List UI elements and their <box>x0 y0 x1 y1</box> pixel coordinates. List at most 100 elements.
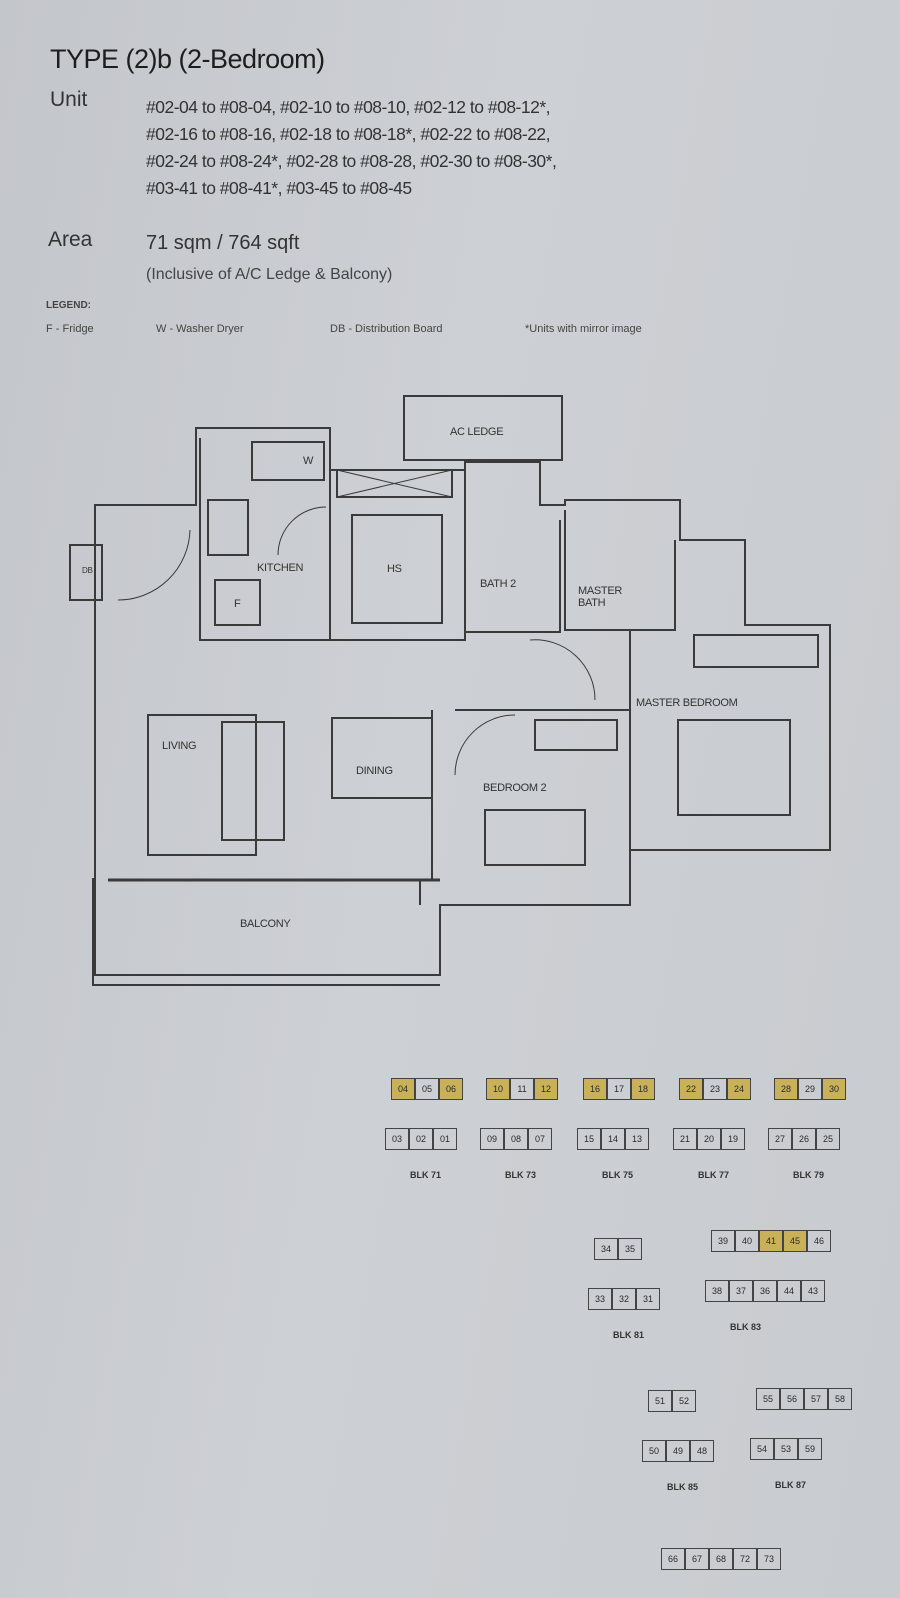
keyplan-unit-03: 03 <box>385 1128 409 1150</box>
block-label: BLK 71 <box>410 1170 442 1180</box>
keyplan-unit-02: 02 <box>409 1128 433 1150</box>
keyplan-unit-09: 09 <box>480 1128 504 1150</box>
keyplan-unit-23: 23 <box>703 1078 727 1100</box>
keyplan-unit-31: 31 <box>636 1288 660 1310</box>
fridge-label: F <box>234 598 241 610</box>
keyplan-unit-32: 32 <box>612 1288 636 1310</box>
keyplan-unit-05: 05 <box>415 1078 439 1100</box>
keyplan-unit-07: 07 <box>528 1128 552 1150</box>
block-label: BLK 83 <box>730 1322 762 1332</box>
block-label: BLK 73 <box>505 1170 537 1180</box>
keyplan-unit-22: 22 <box>679 1078 703 1100</box>
room-label-master-bath: MASTER BATH <box>578 585 623 609</box>
keyplan-unit-37: 37 <box>729 1280 753 1302</box>
keyplan-unit-21: 21 <box>673 1128 697 1150</box>
keyplan-unit-53: 53 <box>774 1438 798 1460</box>
legend-heading: LEGEND: <box>46 300 91 311</box>
keyplan-unit-11: 11 <box>510 1078 534 1100</box>
keyplan-unit-14: 14 <box>601 1128 625 1150</box>
keyplan-unit-46: 46 <box>807 1230 831 1252</box>
keyplan-unit-36: 36 <box>753 1280 777 1302</box>
room-label-balcony: BALCONY <box>240 918 291 930</box>
floor-plan <box>69 395 831 986</box>
area-label: Area <box>48 228 93 251</box>
room-label-master-bedroom: MASTER BEDROOM <box>636 697 738 709</box>
washer-dryer-label: W <box>303 455 314 467</box>
keyplan-unit-26: 26 <box>792 1128 816 1150</box>
legend-item: *Units with mirror image <box>525 323 642 335</box>
keyplan-unit-38: 38 <box>705 1280 729 1302</box>
keyplan-unit-54: 54 <box>750 1438 774 1460</box>
keyplan-unit-13: 13 <box>625 1128 649 1150</box>
keyplan-unit-16: 16 <box>583 1078 607 1100</box>
keyplan-unit-30: 30 <box>822 1078 846 1100</box>
unit-line: #02-04 to #08-04, #02-10 to #08-10, #02-… <box>146 97 551 117</box>
keyplan-unit-15: 15 <box>577 1128 601 1150</box>
keyplan-unit-59: 59 <box>798 1438 822 1460</box>
keyplan-unit-58: 58 <box>828 1388 852 1410</box>
keyplan-unit-10: 10 <box>486 1078 510 1100</box>
block-label: BLK 75 <box>602 1170 634 1180</box>
block-label: BLK 79 <box>793 1170 825 1180</box>
legend-item: W - Washer Dryer <box>156 323 244 335</box>
keyplan-unit-56: 56 <box>780 1388 804 1410</box>
room-label-bath-2: BATH 2 <box>480 578 516 590</box>
unit-label: Unit <box>50 88 88 111</box>
legend-item: DB - Distribution Board <box>330 323 443 335</box>
keyplan-unit-49: 49 <box>666 1440 690 1462</box>
room-label-hs: HS <box>387 563 402 575</box>
keyplan-unit-19: 19 <box>721 1128 745 1150</box>
keyplan-unit-41: 41 <box>759 1230 783 1252</box>
block-label: BLK 85 <box>667 1482 699 1492</box>
area-value: 71 sqm / 764 sqft <box>146 232 300 254</box>
block-label: BLK 87 <box>775 1480 807 1490</box>
keyplan-unit-04: 04 <box>391 1078 415 1100</box>
unit-line: #02-16 to #08-16, #02-18 to #08-18*, #02… <box>146 124 551 144</box>
keyplan-unit-18: 18 <box>631 1078 655 1100</box>
keyplan-unit-68: 68 <box>709 1548 733 1570</box>
keyplan-unit-39: 39 <box>711 1230 735 1252</box>
keyplan-unit-33: 33 <box>588 1288 612 1310</box>
keyplan-unit-55: 55 <box>756 1388 780 1410</box>
keyplan-unit-43: 43 <box>801 1280 825 1302</box>
keyplan-unit-12: 12 <box>534 1078 558 1100</box>
room-label-dining: DINING <box>356 765 393 777</box>
keyplan-unit-51: 51 <box>648 1390 672 1412</box>
keyplan-unit-66: 66 <box>661 1548 685 1570</box>
keyplan-unit-57: 57 <box>804 1388 828 1410</box>
keyplan-unit-72: 72 <box>733 1548 757 1570</box>
room-label-living: LIVING <box>162 740 197 752</box>
keyplan-unit-20: 20 <box>697 1128 721 1150</box>
keyplan-unit-08: 08 <box>504 1128 528 1150</box>
keyplan-unit-40: 40 <box>735 1230 759 1252</box>
keyplan-unit-73: 73 <box>757 1548 781 1570</box>
block-label: BLK 77 <box>698 1170 730 1180</box>
keyplan-unit-35: 35 <box>618 1238 642 1260</box>
unit-line: #02-24 to #08-24*, #02-28 to #08-28, #02… <box>146 151 557 171</box>
keyplan-unit-27: 27 <box>768 1128 792 1150</box>
room-label-kitchen: KITCHEN <box>257 562 304 574</box>
distribution-board-label: DB <box>82 566 93 575</box>
room-label-ac-ledge: AC LEDGE <box>450 426 504 438</box>
page-title: TYPE (2)b (2-Bedroom) <box>50 44 325 74</box>
keyplan-unit-29: 29 <box>798 1078 822 1100</box>
area-note: (Inclusive of A/C Ledge & Balcony) <box>146 266 393 283</box>
keyplan-unit-44: 44 <box>777 1280 801 1302</box>
keyplan-unit-25: 25 <box>816 1128 840 1150</box>
keyplan-unit-48: 48 <box>690 1440 714 1462</box>
keyplan-unit-50: 50 <box>642 1440 666 1462</box>
keyplan-unit-52: 52 <box>672 1390 696 1412</box>
keyplan-unit-01: 01 <box>433 1128 457 1150</box>
keyplan-unit-06: 06 <box>439 1078 463 1100</box>
keyplan-unit-34: 34 <box>594 1238 618 1260</box>
keyplan-unit-67: 67 <box>685 1548 709 1570</box>
block-label: BLK 81 <box>613 1330 645 1340</box>
keyplan-unit-28: 28 <box>774 1078 798 1100</box>
unit-line: #03-41 to #08-41*, #03-45 to #08-45 <box>146 178 412 198</box>
room-label-bedroom-2: BEDROOM 2 <box>483 782 547 794</box>
keyplan-unit-45: 45 <box>783 1230 807 1252</box>
keyplan-unit-17: 17 <box>607 1078 631 1100</box>
legend-item: F - Fridge <box>46 323 94 335</box>
keyplan-unit-24: 24 <box>727 1078 751 1100</box>
unit-list: #02-04 to #08-04, #02-10 to #08-10, #02-… <box>146 94 557 202</box>
